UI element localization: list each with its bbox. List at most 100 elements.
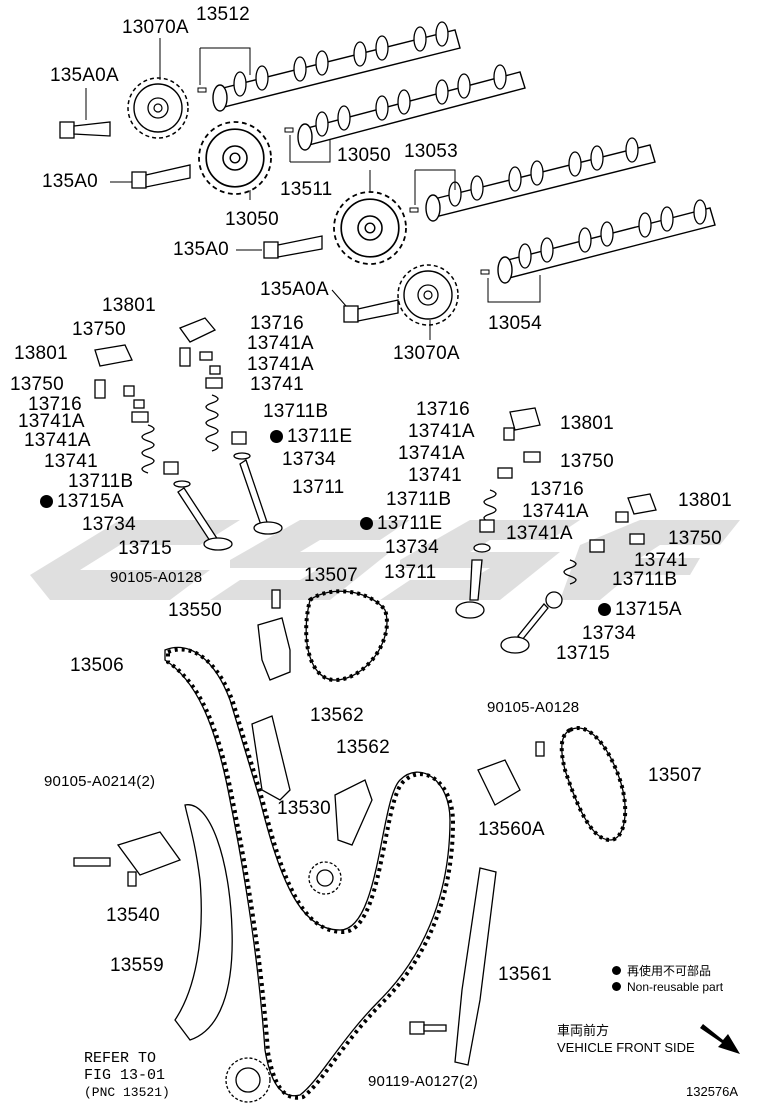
camshaft-3: [425, 137, 656, 222]
label-13711e-b: 13711E: [360, 514, 442, 534]
timing-chain-13506: [164, 646, 456, 1100]
label-13560a: 13560A: [478, 819, 545, 840]
cam-gear-13050-right: [333, 191, 407, 265]
refer-note: REFER TO FIG 13-01 (PNC 13521): [84, 1050, 170, 1101]
bolt-135a0a-top: [59, 121, 111, 139]
label-135a0-mid: 135A0: [173, 239, 229, 260]
non-reusable-marker: [598, 603, 611, 616]
label-13506: 13506: [70, 655, 124, 676]
label-13734-a: 13734: [282, 449, 336, 470]
label-13801-c: 13801: [560, 413, 614, 434]
label-13562-b: 13562: [336, 737, 390, 758]
leader-lines: [85, 38, 541, 340]
guide-13561: [454, 867, 497, 1066]
front-direction-arrow: [700, 1024, 740, 1054]
label-13711b-b: 13711B: [68, 471, 134, 492]
label-13715-b: 13715: [556, 643, 610, 664]
refer-note-line2: FIG 13-01: [84, 1067, 166, 1084]
label-13734-c: 13734: [385, 537, 439, 558]
pin-13053: [409, 207, 419, 213]
label-13716-a: 13716: [250, 313, 304, 334]
label-13750-a: 13750: [72, 319, 126, 340]
label-13715-a: 13715: [118, 538, 172, 559]
label-13507-a: 13507: [304, 565, 358, 586]
label-13801-d: 13801: [678, 490, 732, 511]
refer-note-line1: REFER TO: [84, 1050, 157, 1067]
label-13053: 13053: [404, 141, 458, 162]
label-13750-b: 13750: [10, 374, 64, 395]
label-13734-d: 13734: [582, 623, 636, 644]
figure-id: 132576A: [686, 1084, 739, 1099]
label-13550: 13550: [168, 600, 222, 621]
pin-13511: [284, 127, 294, 133]
direction-en: VEHICLE FRONT SIDE: [557, 1040, 695, 1055]
legend-dot-icon: [612, 982, 621, 991]
chain-13507-top: [304, 589, 389, 683]
label-13711-a: 13711: [292, 477, 345, 498]
guide-13562-top: [251, 715, 291, 801]
tensioner-13560a: [477, 741, 545, 806]
chain-13507-right: [559, 726, 628, 843]
label-13741a-c2: 13741A: [398, 443, 465, 464]
legend-dot-icon: [612, 966, 621, 975]
non-reusable-marker: [360, 517, 373, 530]
label-90105-a0214: 90105-A0214(2): [44, 773, 156, 790]
label-13711b-a: 13711B: [263, 401, 329, 422]
label-13561: 13561: [498, 964, 552, 985]
cam-gear-13070a-top: [127, 77, 189, 139]
bolt-90119: [409, 1021, 447, 1035]
label-13715a-b: 13715A: [598, 600, 682, 620]
label-13050-right: 13050: [337, 145, 391, 166]
cam-gear-13070a-bottom: [397, 264, 459, 326]
label-13715a-a: 13715A: [40, 492, 124, 512]
label-13711e-a: 13711E: [270, 427, 352, 447]
label-13741-a: 13741: [250, 374, 304, 395]
valve-train-right: [455, 407, 657, 654]
sprocket-13530: [308, 861, 342, 895]
non-reusable-marker: [40, 495, 53, 508]
label-135a0a-top: 135A0A: [50, 65, 119, 86]
label-13070a-top: 13070A: [122, 17, 189, 38]
valve-train-left: [94, 317, 283, 551]
label-13741a-d1: 13741A: [522, 501, 589, 522]
label-13741-c: 13741: [408, 465, 462, 486]
label-13716-c: 13716: [416, 399, 470, 420]
label-13750-c: 13750: [560, 451, 614, 472]
legend-en: Non-reusable part: [612, 980, 723, 994]
direction-jp: 車両前方: [557, 1023, 610, 1038]
label-13801-a: 13801: [102, 295, 156, 316]
label-13716-b: 13716: [28, 394, 82, 415]
label-135a0-top: 135A0: [42, 171, 98, 192]
legend-jp: 再使用不可部品: [612, 962, 711, 979]
label-13716-d: 13716: [530, 479, 584, 500]
non-reusable-marker: [270, 430, 283, 443]
bolt-135a0-top: [131, 164, 191, 189]
cam-gear-13050-left: [198, 121, 272, 195]
bolt-135a0a-mid: [343, 299, 399, 323]
label-13711b-c: 13711B: [386, 489, 452, 510]
guide-13562-lower: [334, 779, 373, 846]
camshaft-1: [212, 21, 461, 112]
slipper-13559: [174, 804, 233, 1041]
camshaft-2: [297, 64, 526, 151]
label-13507-b: 13507: [648, 765, 702, 786]
label-90105-a0128-a: 90105-A0128: [110, 569, 203, 586]
label-13559: 13559: [110, 955, 164, 976]
label-13511: 13511: [280, 179, 333, 200]
label-13562-a: 13562: [310, 705, 364, 726]
label-13801-b: 13801: [14, 343, 68, 364]
label-135a0a-mid: 135A0A: [260, 279, 329, 300]
label-13711-b: 13711: [384, 562, 437, 583]
tensioner-13550: [257, 589, 291, 681]
camshaft-4: [497, 199, 716, 284]
label-90119-a0127: 90119-A0127(2): [368, 1073, 479, 1090]
refer-note-line3: (PNC 13521): [84, 1085, 170, 1100]
label-13734-b: 13734: [82, 514, 136, 535]
label-13741a-c1: 13741A: [408, 421, 475, 442]
label-13741a-a1: 13741A: [247, 333, 314, 354]
label-13050-left: 13050: [225, 209, 279, 230]
label-13741a-b2: 13741A: [24, 430, 91, 451]
label-13054: 13054: [488, 313, 542, 334]
tensioner-13540: [73, 831, 182, 887]
